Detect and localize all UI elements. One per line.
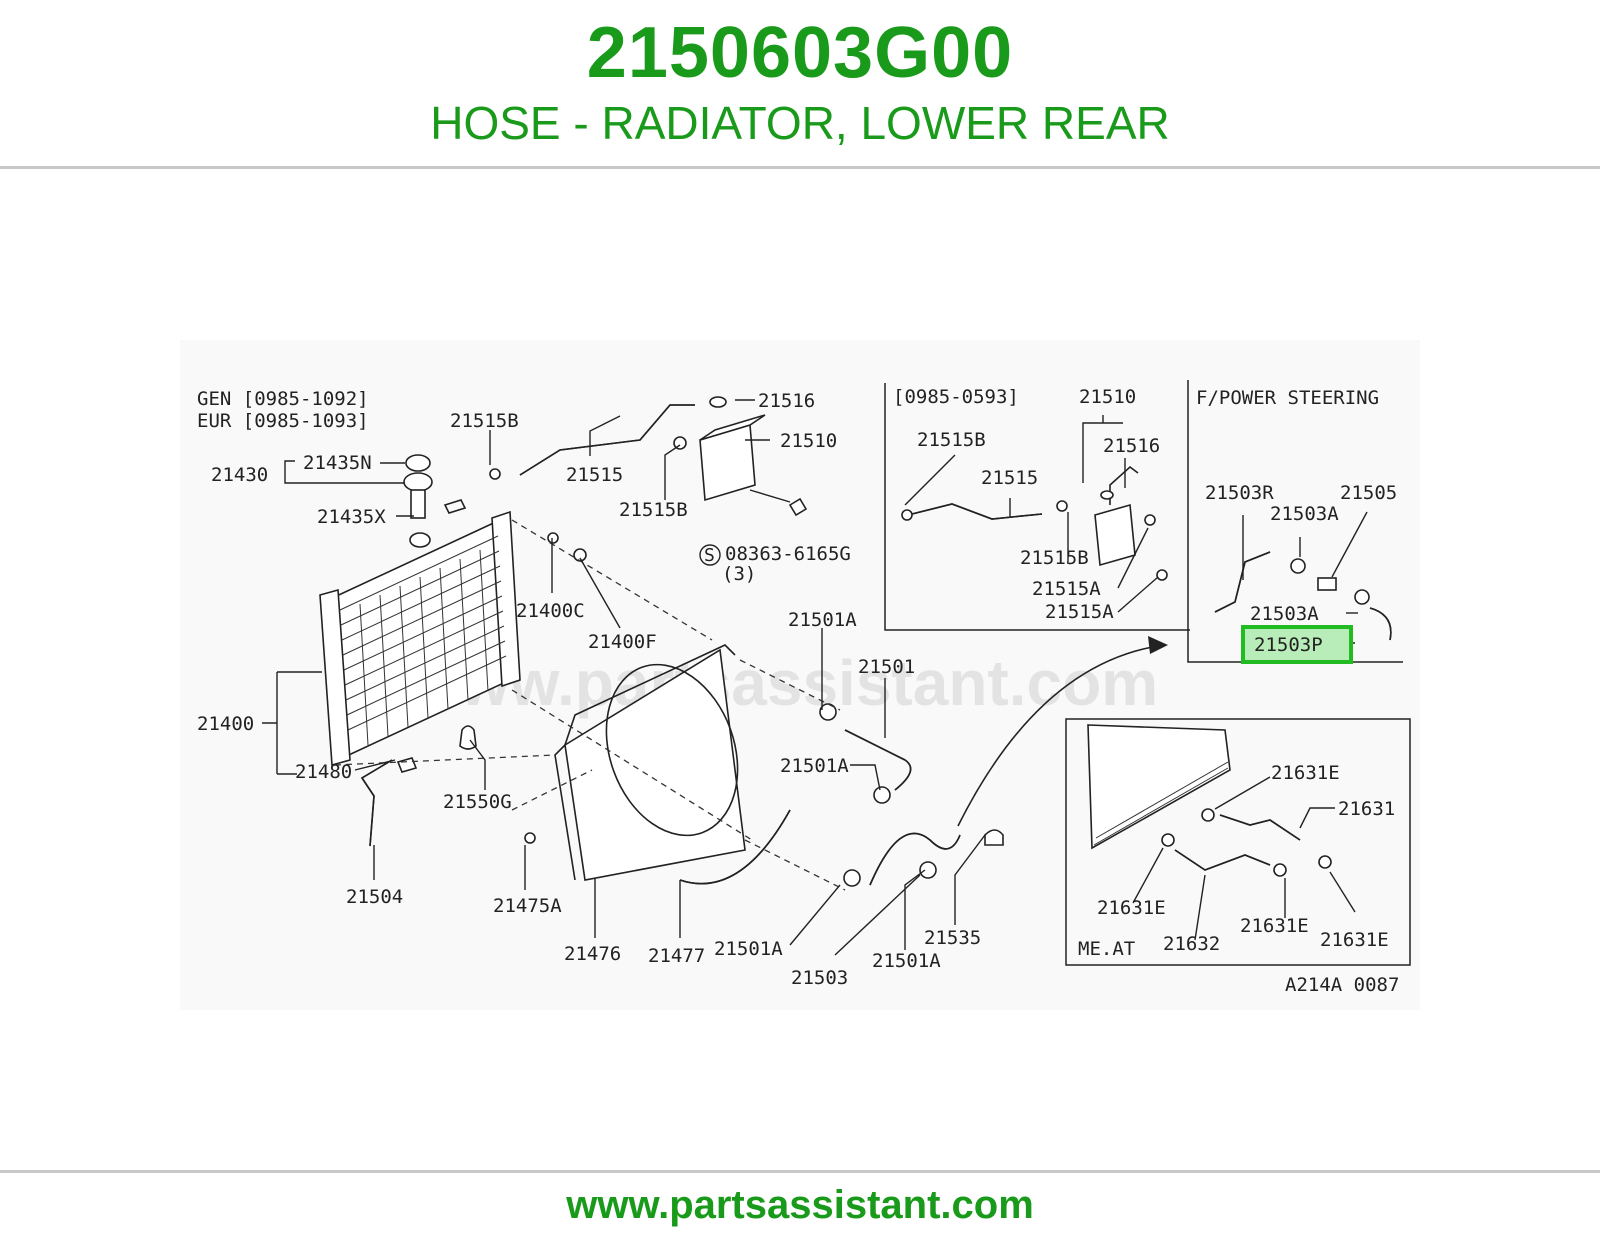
inset-power-steering-labels: 21503R 21505 21503A 21503A — [1205, 482, 1397, 625]
label-08363-qty: (3) — [722, 563, 756, 585]
highlight-21503P[interactable] — [1241, 625, 1353, 664]
shroud-lower-21477[interactable] — [679, 809, 791, 885]
label-21477: 21477 — [648, 945, 705, 967]
alignment-dash-lines — [334, 519, 846, 891]
label-at-21631E-a: 21631E — [1271, 762, 1340, 784]
label-21510: 21510 — [780, 430, 837, 452]
label-at-21631E-c: 21631E — [1240, 915, 1309, 937]
main-part-labels: 21515B 21516 21510 21515 21515B 21430 21… — [197, 390, 981, 989]
label-21400: 21400 — [197, 713, 254, 735]
inset-meat-title: ME.AT — [1078, 938, 1135, 960]
washer-21400C[interactable] — [547, 532, 559, 544]
label-at-21632: 21632 — [1163, 933, 1220, 955]
label-21501A-1: 21501A — [788, 609, 857, 631]
inset-reservoir-title: [0985-0593] — [893, 386, 1019, 408]
label-ps-21503A-a: 21503A — [1270, 503, 1339, 525]
label-ps-21503R: 21503R — [1205, 482, 1274, 504]
reference-arrow-head — [1148, 636, 1168, 654]
label-21400C: 21400C — [516, 600, 585, 622]
inset-power-steering-title: F/POWER STEERING — [1196, 387, 1379, 409]
label-21501: 21501 — [858, 656, 915, 678]
label-ins-21515: 21515 — [981, 467, 1038, 489]
label-ps-21503P-highlighted[interactable]: 21503P — [1254, 634, 1323, 656]
label-21476: 21476 — [564, 943, 621, 965]
label-21515: 21515 — [566, 464, 623, 486]
inset-power-steering-parts — [1214, 511, 1392, 644]
label-21515B-2: 21515B — [619, 499, 688, 521]
label-21501A-3: 21501A — [714, 938, 783, 960]
leader-lines-main — [262, 399, 986, 956]
inset-meat-parts — [1087, 724, 1356, 941]
label-ins-21510: 21510 — [1079, 386, 1136, 408]
label-at-21631E-d: 21631E — [1320, 929, 1389, 951]
inset-meat-labels: 21631E 21631 21631E 21632 21631E 21631E … — [1078, 762, 1395, 960]
label-21535: 21535 — [924, 927, 981, 949]
reference-arrow — [957, 645, 1159, 827]
label-21515B: 21515B — [450, 410, 519, 432]
bolt-08363-6165G[interactable] — [788, 497, 808, 517]
radiator-cap-21430[interactable] — [403, 454, 433, 548]
clamp-21501A-d[interactable] — [919, 861, 937, 879]
clip-21515B-b[interactable] — [673, 436, 687, 450]
hose-21501[interactable] — [844, 729, 912, 791]
header-divider — [0, 166, 1600, 169]
label-ins-21515B-a: 21515B — [917, 429, 986, 451]
inset-reservoir-parts — [901, 415, 1168, 613]
label-21550G: 21550G — [443, 791, 512, 813]
label-21400F: 21400F — [588, 631, 657, 653]
inset-reservoir-labels: 21510 21516 21515B 21515 21515B 21515A 2… — [917, 386, 1160, 623]
label-ps-21503A-b: 21503A — [1250, 603, 1319, 625]
inset-reservoir-frame — [884, 383, 1190, 631]
label-21480: 21480 — [295, 761, 352, 783]
part-number-title: 2150603G00 — [586, 13, 1014, 93]
cap-21535[interactable] — [984, 829, 1004, 846]
radiator-21400[interactable] — [319, 510, 521, 767]
footer-divider — [0, 1170, 1600, 1173]
clamp-21501A-b[interactable] — [873, 786, 891, 804]
label-21504: 21504 — [346, 886, 403, 908]
drawing-code: A214A 0087 — [1285, 974, 1399, 996]
standard-part-symbol-letter: S — [704, 545, 715, 566]
label-21503: 21503 — [791, 967, 848, 989]
label-ins-21516: 21516 — [1103, 435, 1160, 457]
label-21435N: 21435N — [303, 452, 372, 474]
watermark: www.partsassistant.com — [409, 647, 1158, 719]
label-21475A: 21475A — [493, 895, 562, 917]
label-ins-21515B-b: 21515B — [1020, 547, 1089, 569]
variant-gen-label: GEN [0985-1092] — [197, 388, 369, 410]
footer-website-link[interactable]: www.partsassistant.com — [566, 1183, 1034, 1227]
variant-eur-label: EUR [0985-1093] — [197, 410, 369, 432]
label-21501A-2: 21501A — [780, 755, 849, 777]
clamp-21501A-a[interactable] — [819, 703, 837, 721]
hose-21503[interactable] — [869, 832, 961, 886]
label-ps-21505: 21505 — [1340, 482, 1397, 504]
hose-21515[interactable] — [519, 404, 695, 476]
fan-shroud-21476[interactable] — [554, 644, 760, 881]
label-ins-21515A-b: 21515A — [1045, 601, 1114, 623]
standard-part-symbol — [699, 544, 721, 566]
part-description: HOSE - RADIATOR, LOWER REAR — [430, 97, 1170, 149]
label-at-21631: 21631 — [1338, 798, 1395, 820]
label-at-21631E-b: 21631E — [1097, 897, 1166, 919]
clip-21515B-a[interactable] — [489, 468, 501, 480]
hose-21504[interactable] — [360, 759, 393, 847]
label-plate-21435X[interactable] — [443, 499, 467, 514]
label-ins-21515A-a: 21515A — [1032, 578, 1101, 600]
label-21430: 21430 — [211, 464, 268, 486]
inset-meat-frame — [1065, 718, 1411, 966]
bolt-21475A[interactable] — [524, 832, 536, 844]
label-21501A-4: 21501A — [872, 950, 941, 972]
label-21435X: 21435X — [317, 506, 386, 528]
label-21516: 21516 — [758, 390, 815, 412]
page-header: 2150603G00 HOSE - RADIATOR, LOWER REAR — [0, 0, 1600, 170]
label-08363-6165G: 08363-6165G — [725, 543, 851, 565]
reservoir-tank-21510[interactable] — [699, 396, 766, 502]
clamp-21501A-c[interactable] — [843, 869, 861, 887]
